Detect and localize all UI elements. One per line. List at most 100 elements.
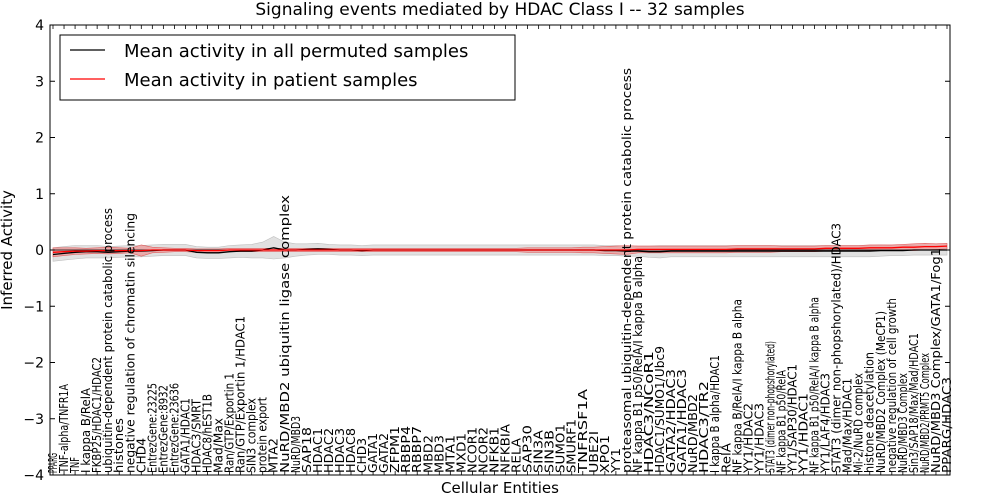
x-tick-label: CHD4	[133, 438, 148, 473]
legend-label-patient: Mean activity in patient samples	[124, 70, 418, 91]
x-tick-label: SMURF1	[564, 419, 579, 473]
y-tick-label: 3	[35, 74, 44, 90]
x-tick-label: HDAC8	[343, 428, 358, 473]
x-tick-label: negative regulation of cell growth	[884, 298, 899, 473]
x-tick-label: PPARG	[45, 453, 60, 473]
x-tick-label: GATA1	[365, 433, 380, 473]
x-tick-label: NuRD/MBD2/PRMT5 Complex	[917, 353, 932, 473]
x-tick-label: CHD3	[354, 438, 369, 473]
x-tick-label: SAP30	[520, 425, 535, 473]
x-tick-label: FKBP25/HDAC1/HDAC2	[89, 357, 104, 473]
x-tick-label: ubiquitin-dependent protein catabolic pr…	[100, 208, 115, 473]
x-tick-label: RBBP7	[409, 426, 424, 473]
x-tick-label: GATA2	[376, 433, 391, 473]
x-tick-label: HDAC1	[310, 428, 325, 473]
x-tick-label: MBD2	[420, 435, 435, 473]
x-tick-label: HDAC2	[321, 428, 336, 473]
y-tick-label: 1	[35, 187, 44, 203]
x-tick-label: Mad/Max/HDAC1	[840, 378, 855, 473]
x-tick-label: YY1/SAP30/HDAC1	[785, 364, 800, 474]
legend: Mean activity in all permuted samples Me…	[59, 34, 516, 101]
x-tick-label: NuRD/MBD3 Complex	[895, 373, 910, 473]
y-tick-label: 4	[35, 18, 44, 34]
x-tick-label: NuRD/MBD2 ubiquitin ligase complex	[277, 195, 292, 473]
chart-title: Signaling events mediated by HDAC Class …	[255, 0, 744, 20]
x-tick-label: HDAC3	[332, 428, 347, 473]
x-tick-label: NCOR1	[464, 427, 479, 473]
x-tick-label: PPARG/HDAC3	[939, 377, 954, 473]
x-tick-label: MTA1	[442, 435, 457, 473]
x-tick-label: histone deacetylation	[862, 352, 877, 473]
x-tick-label: Sin3/SAP18/Max/Mad/HDAC1	[906, 333, 921, 473]
x-tick-label: Mad/Max	[211, 418, 226, 473]
x-tick-label: NF kappa B1 p50/RelA/I kappa B alpha	[630, 256, 645, 473]
x-tick-label: GATA2/HDAC3	[663, 369, 678, 473]
x-tick-label: HDAC3/NCoR1	[641, 351, 656, 473]
y-tick-label: 2	[35, 131, 44, 147]
x-tick-label: NFKBIA	[498, 424, 513, 473]
x-tick-label: GATA1/HDAC3	[674, 369, 689, 473]
x-tick-label: NCOR2	[475, 427, 490, 473]
x-tick-label: TNF	[67, 457, 82, 474]
x-tick-label: XPO1	[597, 435, 612, 473]
x-tick-label: proteasomal ubiquitin-dependent protein …	[619, 68, 634, 473]
x-tick-label: NuRD/MBD3	[288, 416, 303, 473]
y-tick-label: −3	[23, 412, 44, 428]
x-tick-label: GATA1/HDAC1	[177, 398, 192, 473]
x-tick-label: EntrezGene:23225	[144, 383, 159, 473]
y-tick-label: −2	[23, 356, 44, 372]
x-tick-label: SIN3 complex	[244, 398, 259, 473]
x-tick-label: NF kappa B1 p50/RelA/I kappa B alpha	[807, 297, 822, 473]
x-tick-label: STAT3 (dimer non-phopshorylated)	[762, 341, 777, 473]
y-tick-label: −1	[23, 299, 44, 315]
x-tick-label: NFKB1	[487, 427, 502, 473]
x-tick-label: HDAC3/SMRT	[189, 399, 204, 473]
x-tick-label: negative regulation of chromatin silenci…	[122, 213, 137, 473]
x-tick-label: RBBP4	[398, 426, 413, 473]
x-tick-label: YY1/HDAC3	[751, 403, 766, 474]
x-tick-label: UBE2I	[586, 431, 601, 473]
x-tick-label: EntrezGene:8932	[155, 385, 170, 473]
x-tick-label: I kappa B alpha/HDAC1	[707, 355, 722, 473]
x-tick-label: MBD3	[431, 435, 446, 473]
x-tick-label: protein export	[255, 397, 270, 473]
y-axis-label: Inferred Activity	[0, 190, 16, 310]
x-tick-label: TNFRSF1A	[575, 388, 590, 474]
x-tick-label: HDAC8/hEST1B	[200, 394, 215, 473]
line-patient	[52, 245, 948, 253]
x-tick-label: Mi-2/NuRD complex	[851, 373, 866, 473]
x-tick-label: YY1/HDAC1	[796, 393, 811, 474]
x-tick-label: NuRD/MBD2	[685, 394, 700, 473]
x-tick-label: YY1	[608, 448, 623, 474]
x-tick-label: EntrezGene:23636	[166, 383, 181, 473]
x-tick-label: RELA	[509, 438, 524, 473]
x-tick-label: NuRD/MBD3 Complex/GATA1/Fog1	[928, 248, 943, 473]
x-tick-label: YY1/LAF4/HDAC3	[818, 373, 833, 474]
x-tick-label: MTA2	[266, 438, 281, 473]
x-tick-label: HDAC3/TR2	[696, 381, 711, 473]
y-tick-label: 0	[35, 243, 44, 259]
x-axis-label: Cellular Entities	[441, 479, 559, 497]
x-tick-label: SIN3B	[542, 430, 557, 473]
x-tick-label: SIN3A	[531, 429, 546, 473]
x-tick-label: NuRD/MBD2 Complex (MeCP1)	[873, 311, 888, 473]
x-tick-label: I kappa B/RelA	[78, 388, 93, 473]
x-tick-label: RelA	[718, 443, 733, 473]
legend-label-permuted: Mean activity in all permuted samples	[124, 41, 468, 62]
x-tick-label: MXD1	[453, 433, 468, 473]
x-tick-label: Ran/GTP/Exportin 1	[222, 373, 237, 473]
x-tick-label: histones	[111, 418, 126, 473]
x-tick-label: STAT3 (dimer non-phopshorylated)/HDAC3	[829, 223, 844, 473]
x-tick-label: YY1/HDAC2	[740, 403, 755, 474]
y-tick-label: −4	[23, 468, 44, 484]
legend-box	[59, 34, 516, 101]
x-tick-label: Ran/GTP/Exportin 1/HDAC1	[233, 316, 248, 473]
x-tick-label: NF kappa B/RelA/I kappa B alpha	[729, 299, 744, 473]
x-tick-label: TNF-alpha/TNFR1A	[56, 384, 71, 474]
x-tick-label: SUMO1	[553, 424, 568, 473]
x-tick-label: SAP18	[299, 427, 314, 473]
x-tick-label: HDAC1/SUMO1/Ubc9	[652, 346, 667, 473]
x-tick-label: NF kappa B1 p50/RelA	[773, 370, 788, 473]
